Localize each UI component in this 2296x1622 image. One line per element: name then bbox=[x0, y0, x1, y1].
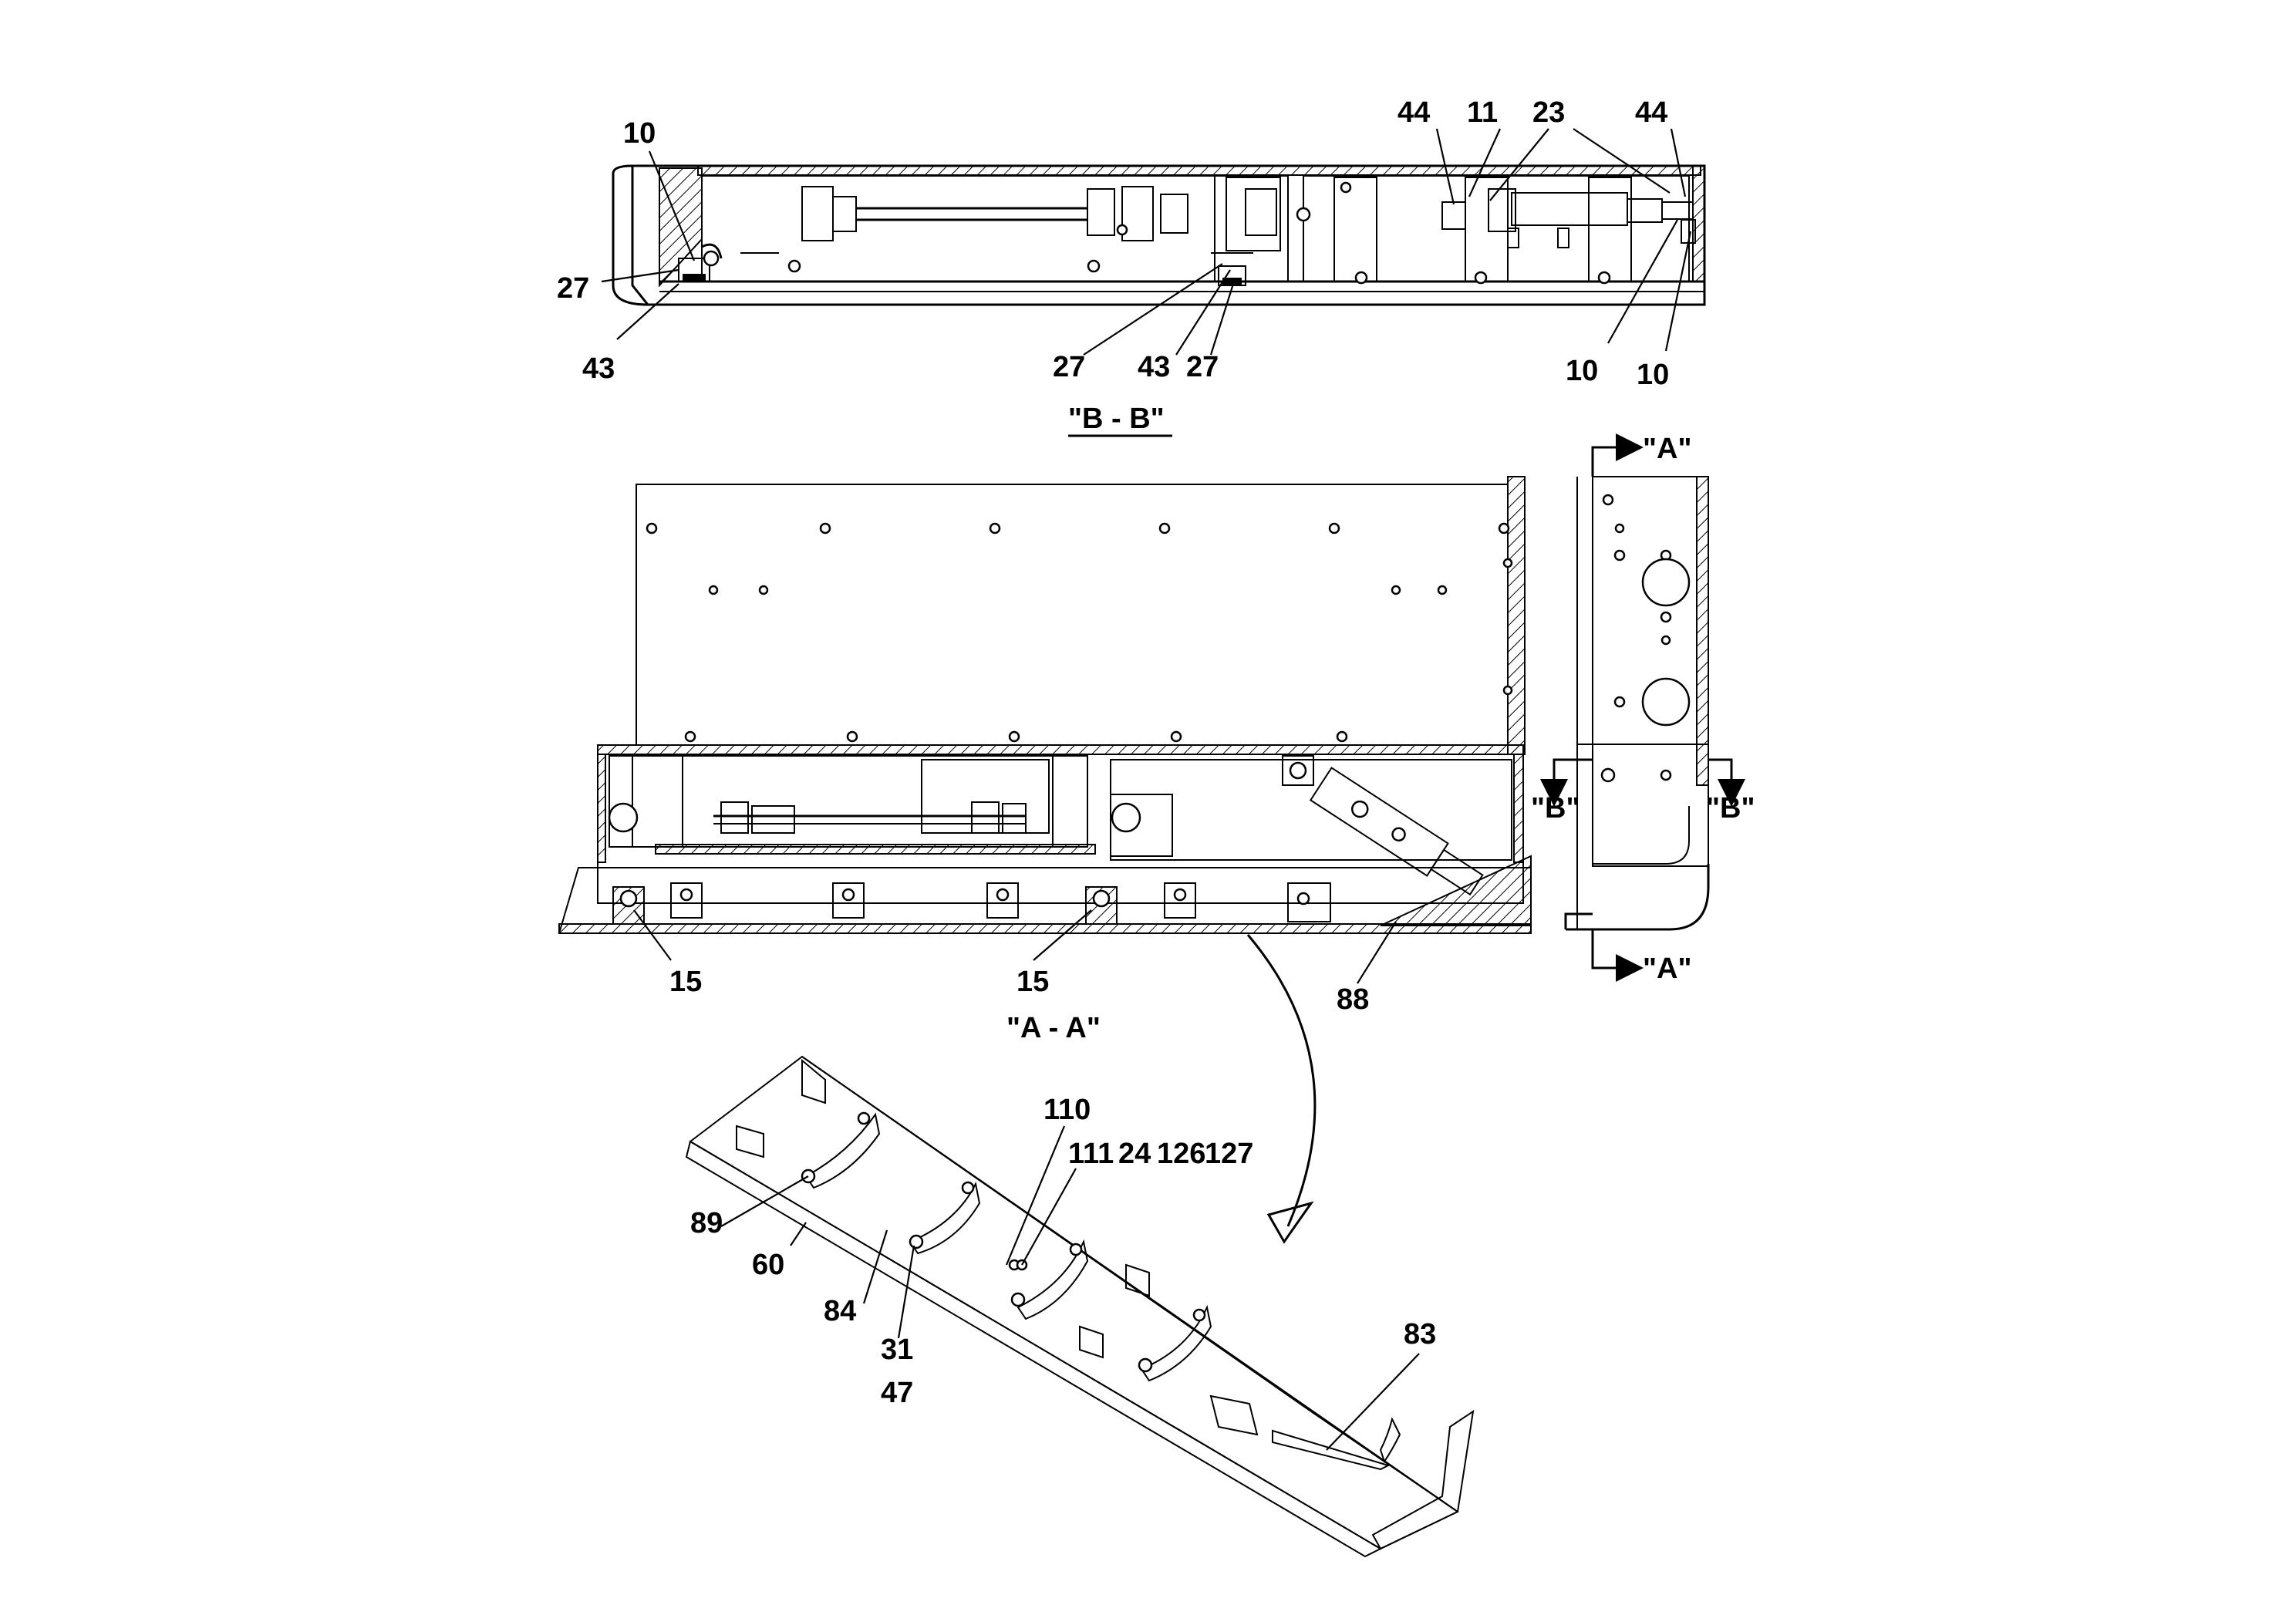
end-view-drawing bbox=[1540, 433, 1745, 982]
callout-label: 11 bbox=[1467, 96, 1498, 129]
callout-label: 43 bbox=[1138, 351, 1170, 383]
callout-label: 111 bbox=[1068, 1138, 1114, 1170]
end-view-labels: "A" "A" "B" "B" bbox=[1531, 433, 1755, 985]
callout-label: 44 bbox=[1397, 96, 1430, 129]
callout-label: 27 bbox=[557, 272, 589, 305]
callout-label: 31 bbox=[881, 1334, 913, 1366]
section-aa-title: "A - A" bbox=[1006, 1012, 1101, 1044]
arrow-label-b-right: "B" bbox=[1706, 792, 1755, 824]
callout-label: 47 bbox=[881, 1377, 913, 1409]
isometric-leaders bbox=[720, 1125, 1420, 1451]
section-aa-callouts: 15 15 88 "A - A" bbox=[669, 966, 1369, 1044]
callout-label: 83 bbox=[1404, 1318, 1436, 1351]
callout-label: 110 bbox=[1043, 1094, 1091, 1126]
callout-label: 27 bbox=[1053, 351, 1085, 383]
plate-holes bbox=[646, 522, 1513, 743]
callout-label: 89 bbox=[690, 1207, 723, 1239]
detail-reference-arrow bbox=[1246, 934, 1317, 1227]
detail-arrowhead bbox=[1266, 1201, 1314, 1244]
callout-label: 84 bbox=[824, 1295, 856, 1327]
isometric-blade-drawing bbox=[685, 1055, 1475, 1558]
callout-label: 126 bbox=[1157, 1138, 1205, 1170]
callout-label: 23 bbox=[1532, 96, 1565, 129]
section-bb-title: "B - B" bbox=[1068, 403, 1165, 435]
section-bb-callouts: 10 27 43 44 11 23 44 10 27 43 27 10 "B -… bbox=[557, 96, 1669, 437]
callout-label: 43 bbox=[582, 352, 615, 385]
brackets bbox=[670, 882, 1331, 922]
callout-label: 15 bbox=[669, 966, 702, 998]
end-view-holes bbox=[1600, 494, 1691, 783]
callout-label: 27 bbox=[1186, 351, 1219, 383]
section-aa-drawing bbox=[558, 476, 1532, 934]
callout-label: 44 bbox=[1635, 96, 1667, 129]
section-bb-leaders bbox=[601, 128, 1692, 356]
callout-label: 15 bbox=[1017, 966, 1049, 998]
callout-label: 88 bbox=[1337, 983, 1369, 1016]
arrow-label-a-top: "A" bbox=[1643, 433, 1691, 465]
arrow-label-b-left: "B" bbox=[1531, 792, 1580, 824]
callout-label: 24 bbox=[1118, 1138, 1151, 1170]
arrow-label-a-bottom: "A" bbox=[1643, 953, 1691, 985]
section-aa-leaders bbox=[633, 909, 1397, 984]
callout-label: 10 bbox=[1637, 359, 1669, 391]
section-bb-drawing bbox=[612, 164, 1706, 306]
callout-label: 10 bbox=[1566, 355, 1598, 387]
callout-label: 10 bbox=[623, 117, 656, 150]
callout-label: 127 bbox=[1205, 1138, 1253, 1170]
callout-label: 60 bbox=[752, 1249, 784, 1281]
isometric-callouts: 110 111 24 126 127 89 60 84 31 47 83 bbox=[690, 1094, 1436, 1409]
